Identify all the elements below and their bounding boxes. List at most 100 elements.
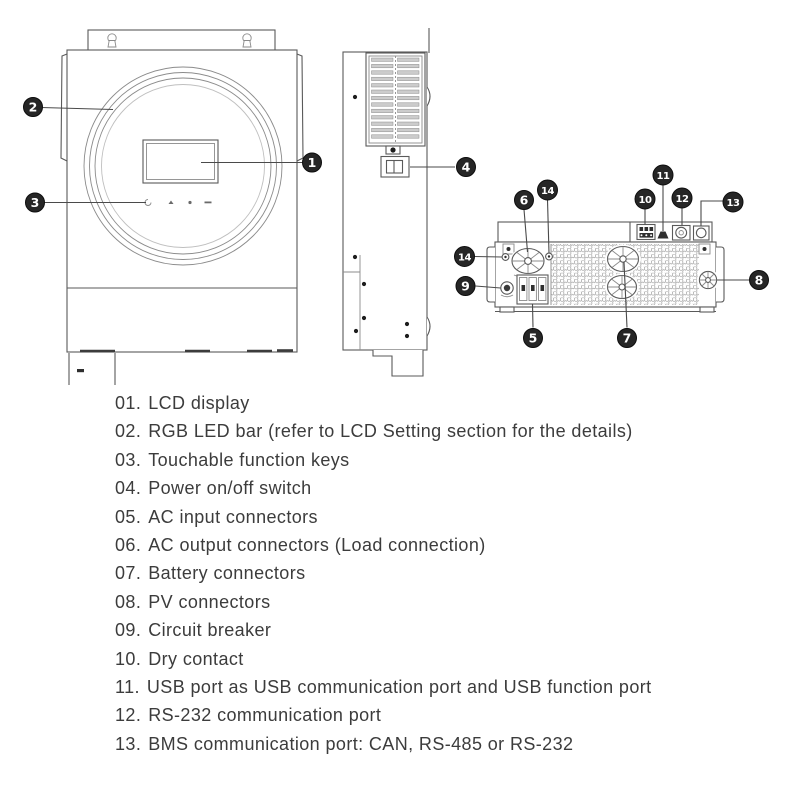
legend-item-label: Touchable function keys — [148, 449, 350, 470]
callout-10-number: 10 — [639, 195, 652, 206]
callout-6-badge: 6 — [514, 190, 534, 210]
legend-item-number: 03. — [115, 449, 142, 470]
legend-item-label: LCD display — [148, 393, 250, 413]
legend-item-number: 07. — [115, 563, 142, 584]
vent-grille — [365, 52, 426, 155]
vent-slats — [371, 57, 420, 139]
bms-port — [692, 225, 710, 241]
legend-item-label: Circuit breaker — [148, 620, 272, 641]
left-mount-flange — [486, 246, 495, 303]
keyhole-slot-icon — [242, 33, 252, 48]
callout-5-number: 5 — [529, 331, 538, 346]
callout-14-number: 14 — [458, 252, 471, 263]
rs232-port — [671, 224, 691, 241]
legend-item-number: 12. — [115, 705, 142, 726]
callout-8-number: 8 — [755, 273, 764, 288]
callout-7-badge: 7 — [617, 328, 637, 348]
pv-connector — [697, 269, 719, 291]
callout-8-badge: 8 — [749, 270, 769, 290]
legend-item-number: 01. — [115, 393, 142, 413]
callout-12-badge: 12 — [671, 187, 693, 209]
rgb-led-ring — [83, 66, 283, 266]
legend-list: 01. LCD display 02. RGB LED bar (refer to … — [115, 389, 652, 758]
inverter-views-diagram: 1 2 3 — [23, 28, 769, 385]
callout-5-badge: 5 — [523, 328, 543, 348]
legend-item: 08. PV connectors — [115, 588, 652, 616]
touch-function-keys[interactable] — [144, 199, 212, 206]
legend-item-label: BMS communication port: CAN, RS-485 or R… — [148, 733, 574, 754]
ac-input-terminal — [516, 274, 549, 305]
callout-12-number: 12 — [676, 194, 689, 205]
left-flange — [60, 53, 68, 162]
usb-port — [657, 231, 669, 239]
knockout-screw — [501, 253, 510, 261]
legend-item: 01. LCD display — [115, 389, 652, 417]
legend-item-number: 13. — [115, 733, 142, 754]
ac-output-connector — [510, 247, 546, 279]
callout-9-number: 9 — [461, 279, 470, 294]
legend-item-label: USB port as USB communication port and U… — [146, 677, 652, 698]
legend-item-number: 06. — [115, 535, 142, 556]
callout-1-number: 1 — [308, 155, 317, 170]
legend-item-label: Dry contact — [148, 648, 244, 669]
knockout-screw — [545, 252, 553, 261]
callout-6-number: 6 — [520, 193, 529, 208]
lcd-display — [142, 139, 219, 184]
side-view: 4 — [342, 28, 476, 377]
legend-item-number: 10. — [115, 648, 142, 669]
screw-dots — [352, 94, 410, 339]
callout-9-badge: 9 — [455, 276, 476, 296]
legend-item: 05. AC input connectors — [115, 503, 652, 531]
mounting-bracket — [87, 29, 276, 52]
legend-item-number: 09. — [115, 620, 142, 641]
bottom-view: 6 14 10 11 12 13 14 9 — [454, 164, 769, 348]
callout-1-badge: 1 — [302, 152, 322, 173]
legend-item: 06. AC output connectors (Load connection… — [115, 531, 652, 559]
legend-item: 09. Circuit breaker — [115, 616, 652, 644]
callout-7-number: 7 — [623, 331, 632, 346]
legend-item-label: Power on/off switch — [148, 478, 312, 499]
callout-4-number: 4 — [462, 160, 471, 175]
legend-item: 13. BMS communication port: CAN, RS-485 o… — [115, 730, 652, 758]
callout-11-number: 11 — [657, 171, 670, 182]
side-bottom-box — [372, 350, 424, 377]
legend-item: 12. RS-232 communication port — [115, 701, 652, 729]
keyhole-slot-icon — [107, 33, 117, 48]
legend-item-label: PV connectors — [148, 591, 271, 612]
callout-14-badge-left: 14 — [454, 246, 475, 267]
legend-item-label: RS-232 communication port — [148, 705, 382, 726]
front-view: 1 2 3 — [23, 29, 322, 385]
legend-item-number: 08. — [115, 591, 142, 612]
legend-item-number: 05. — [115, 506, 142, 527]
callout-10-badge: 10 — [634, 188, 656, 210]
legend-item-number: 02. — [115, 421, 142, 442]
legend-item-label: AC input connectors — [148, 506, 318, 527]
callout-14-badge-top: 14 — [537, 179, 558, 201]
bottom-wiring-box — [68, 353, 116, 385]
legend-item: 04. Power on/off switch — [115, 474, 652, 502]
legend-item-label: Battery connectors — [148, 563, 306, 584]
power-switch[interactable] — [380, 155, 410, 178]
callout-2-badge: 2 — [23, 97, 43, 117]
callout-13-badge: 13 — [722, 191, 744, 213]
legend-item: 10. Dry contact — [115, 645, 652, 673]
legend-item: 02. RGB LED bar (refer to LCD Setting sec… — [115, 417, 652, 445]
legend-item: 03. Touchable function keys — [115, 446, 652, 474]
callout-2-number: 2 — [29, 100, 38, 115]
callout-4-badge: 4 — [456, 157, 476, 177]
legend-item-label: RGB LED bar (refer to LCD Setting sectio… — [148, 421, 633, 442]
right-flange — [296, 53, 304, 162]
legend-item: 11.USB port as USB communication port an… — [115, 673, 652, 701]
right-mount-flange — [716, 246, 725, 303]
callout-14-number: 14 — [541, 186, 554, 197]
callout-11-badge: 11 — [652, 164, 674, 186]
circuit-breaker[interactable] — [500, 281, 514, 298]
dry-contact-port — [636, 223, 656, 241]
legend-item-label: AC output connectors (Load connection) — [148, 535, 486, 556]
legend-item-number: 04. — [115, 478, 142, 499]
callout-3-number: 3 — [31, 195, 40, 210]
battery-connectors — [605, 244, 641, 301]
callout-13-number: 13 — [727, 198, 740, 209]
front-body — [66, 49, 298, 353]
